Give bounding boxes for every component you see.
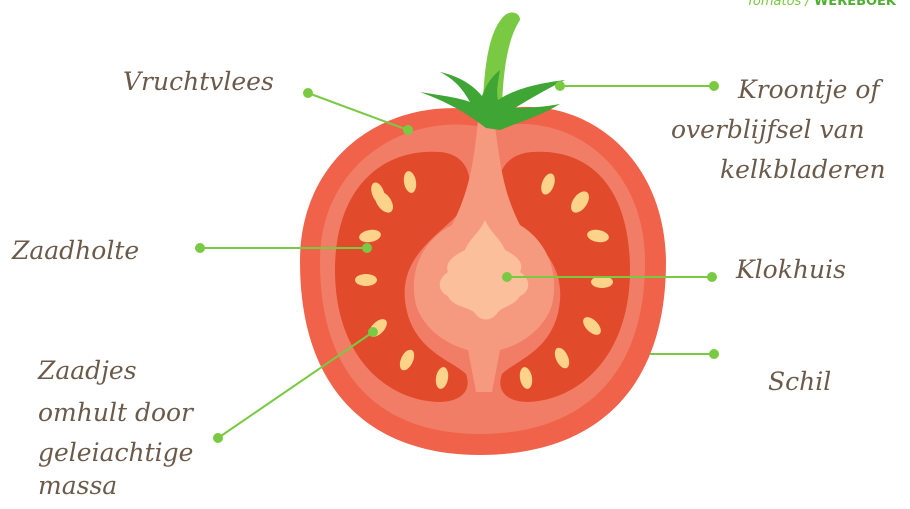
label-vruchtvlees: Vruchtvlees [123,66,274,97]
brand-watermark: Tomatos / WEREBOEK [747,0,896,9]
leader-dot [556,82,564,90]
leader-dot [214,434,222,442]
leader-dot [503,273,511,281]
leader-dot [363,244,371,252]
leader-dot [369,328,377,336]
leader-vruchtvlees [308,93,408,130]
label-kroontje-line2: overblijfsel van [671,114,865,145]
leader-dot [196,244,204,252]
label-klokhuis: Klokhuis [736,254,846,285]
label-zaadjes-line2: omhult door [38,397,193,428]
label-zaadjes-line3: geleiachtige [38,437,193,468]
label-zaadjes-line4: massa [38,470,117,501]
label-kroontje-line1: Kroontje of [738,74,880,105]
label-zaadholte: Zaadholte [12,235,139,266]
leader-dot [708,273,716,281]
leader-dot [304,89,312,97]
leader-dot [710,82,718,90]
leader-dot [710,350,718,358]
label-zaadjes-line1: Zaadjes [38,355,137,386]
leader-dot [404,126,412,134]
seed [355,274,377,286]
brand-prefix: Tomatos / [747,0,810,9]
label-schil: Schil [768,366,831,397]
brand-name: WEREBOEK [814,0,896,9]
label-kroontje-line3: kelkbladeren [720,154,886,185]
